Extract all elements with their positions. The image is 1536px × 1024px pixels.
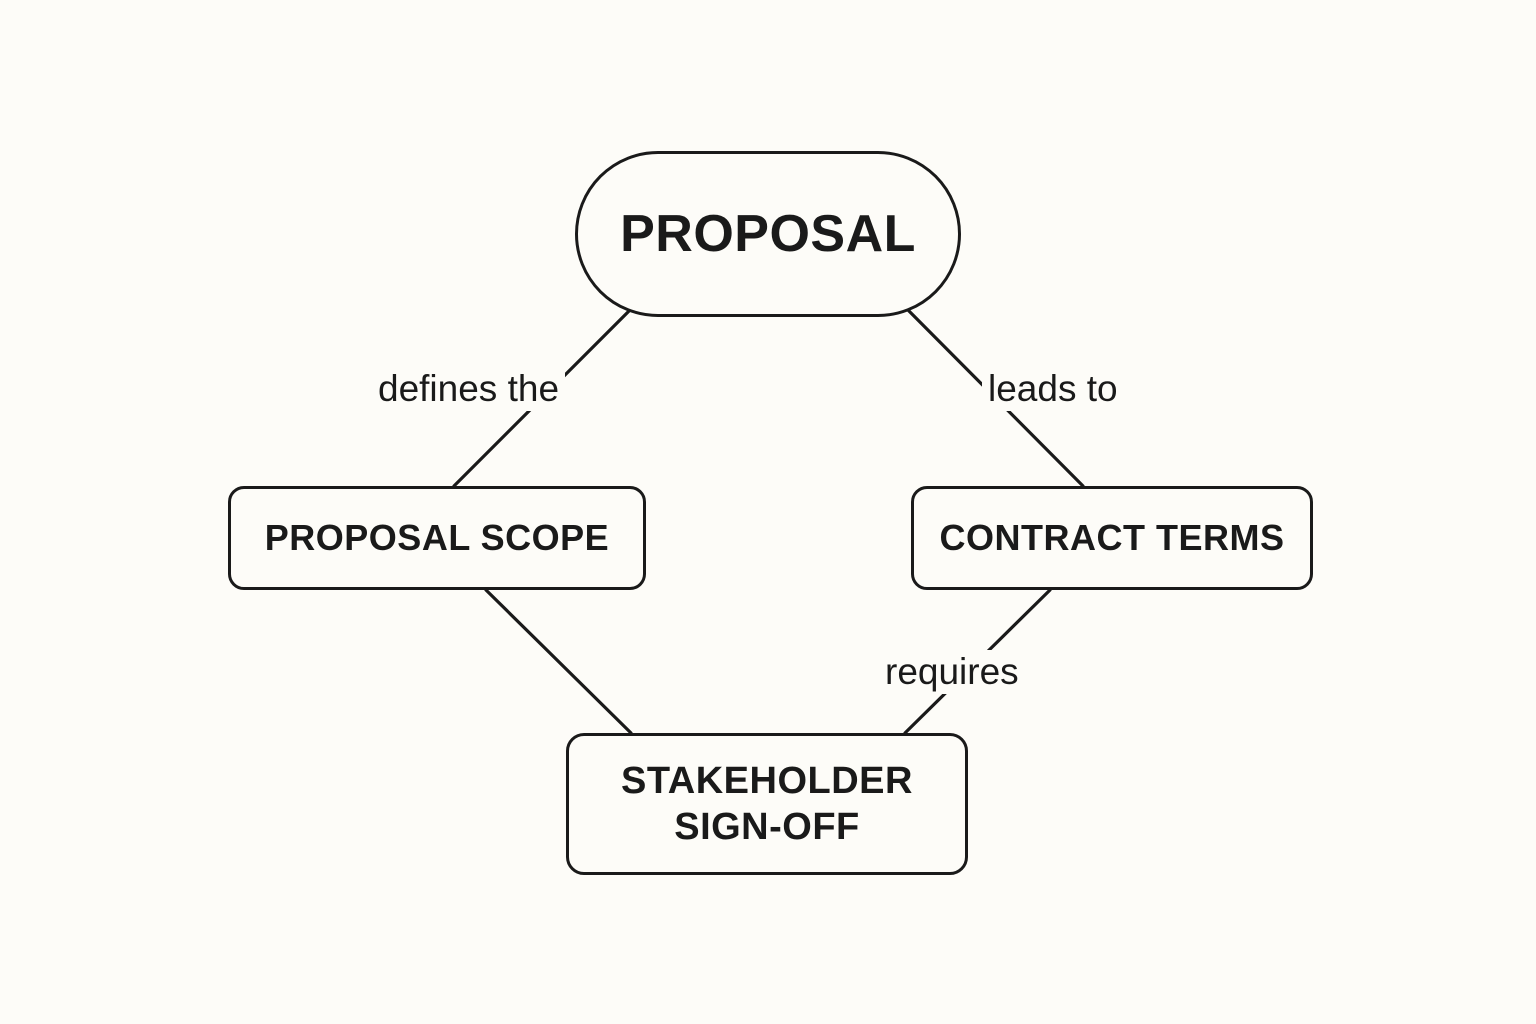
node-proposal-scope: PROPOSAL SCOPE	[228, 486, 646, 590]
edge-scope-signoff	[484, 588, 633, 735]
node-stakeholder-sign-off: STAKEHOLDER SIGN-OFF	[566, 733, 968, 875]
node-contract-terms: CONTRACT TERMS	[911, 486, 1313, 590]
node-proposal: PROPOSAL	[575, 151, 961, 317]
edge-label-leads-to: leads to	[982, 367, 1124, 411]
edge-label-defines-the: defines the	[372, 367, 566, 411]
edge-label-requires: requires	[879, 650, 1025, 694]
